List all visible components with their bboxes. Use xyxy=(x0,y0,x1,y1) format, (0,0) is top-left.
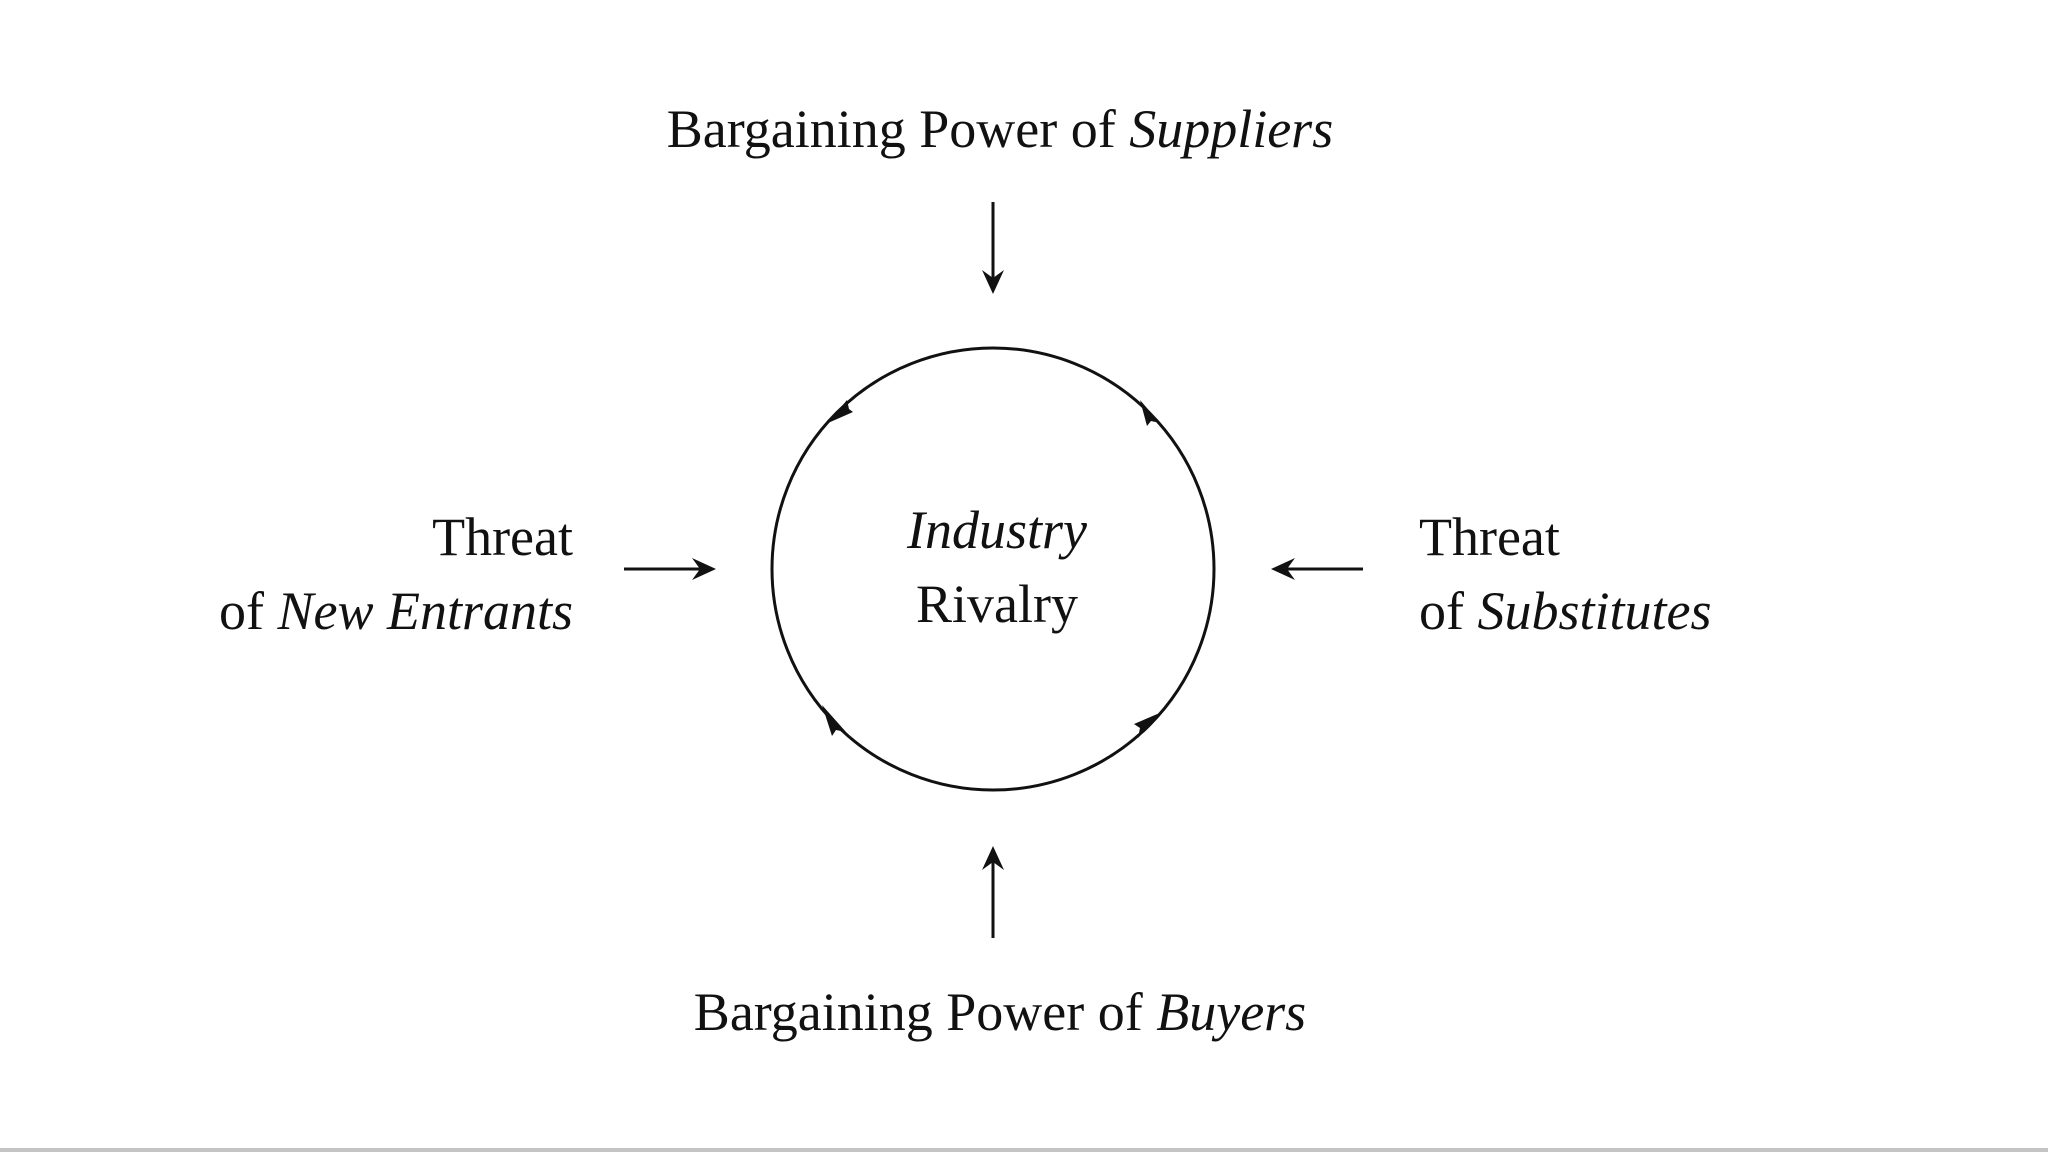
new-entrants-arrowhead xyxy=(692,558,716,580)
industry-rivalry-label: Industry Rivalry xyxy=(0,493,1994,641)
substitutes-line2: of Substitutes xyxy=(1419,574,1712,648)
substitutes-line2-emphasis: Substitutes xyxy=(1477,581,1712,641)
buyer-arrowhead xyxy=(982,846,1004,870)
circle-arrowhead-upper-left xyxy=(828,400,853,423)
new-entrants-line2-emphasis: New Entrants xyxy=(277,581,573,641)
substitutes-line2-prefix: of xyxy=(1419,581,1478,641)
new-entrants-label: Threat of New Entrants xyxy=(219,500,573,648)
suppliers-label-emphasis: Suppliers xyxy=(1129,99,1334,159)
circle-arrowhead-upper-right xyxy=(1140,400,1160,426)
buyers-label-emphasis: Buyers xyxy=(1156,982,1307,1042)
buyers-label-prefix: Bargaining Power of xyxy=(693,982,1157,1042)
substitutes-arrowhead xyxy=(1271,558,1295,580)
new-entrants-line1: Threat xyxy=(432,507,573,567)
new-entrants-line2: of New Entrants xyxy=(219,574,573,648)
buyers-label: Bargaining Power of Buyers xyxy=(0,975,2000,1049)
suppliers-label-prefix: Bargaining Power of xyxy=(666,99,1130,159)
supplier-arrowhead xyxy=(982,270,1004,294)
circle-arrowhead-lower-right xyxy=(1134,712,1162,738)
industry-rivalry-line2: Rivalry xyxy=(916,574,1078,634)
suppliers-label: Bargaining Power of Suppliers xyxy=(0,92,2000,166)
circle-arrowhead-lower-left xyxy=(822,705,846,736)
industry-rivalry-line1: Industry xyxy=(907,500,1087,560)
substitutes-line1: Threat xyxy=(1419,507,1560,567)
new-entrants-line2-prefix: of xyxy=(218,581,278,641)
rivalry-circle xyxy=(770,346,1216,792)
bottom-rule xyxy=(0,1148,2048,1152)
substitutes-label: Threat of Substitutes xyxy=(1419,500,1712,648)
